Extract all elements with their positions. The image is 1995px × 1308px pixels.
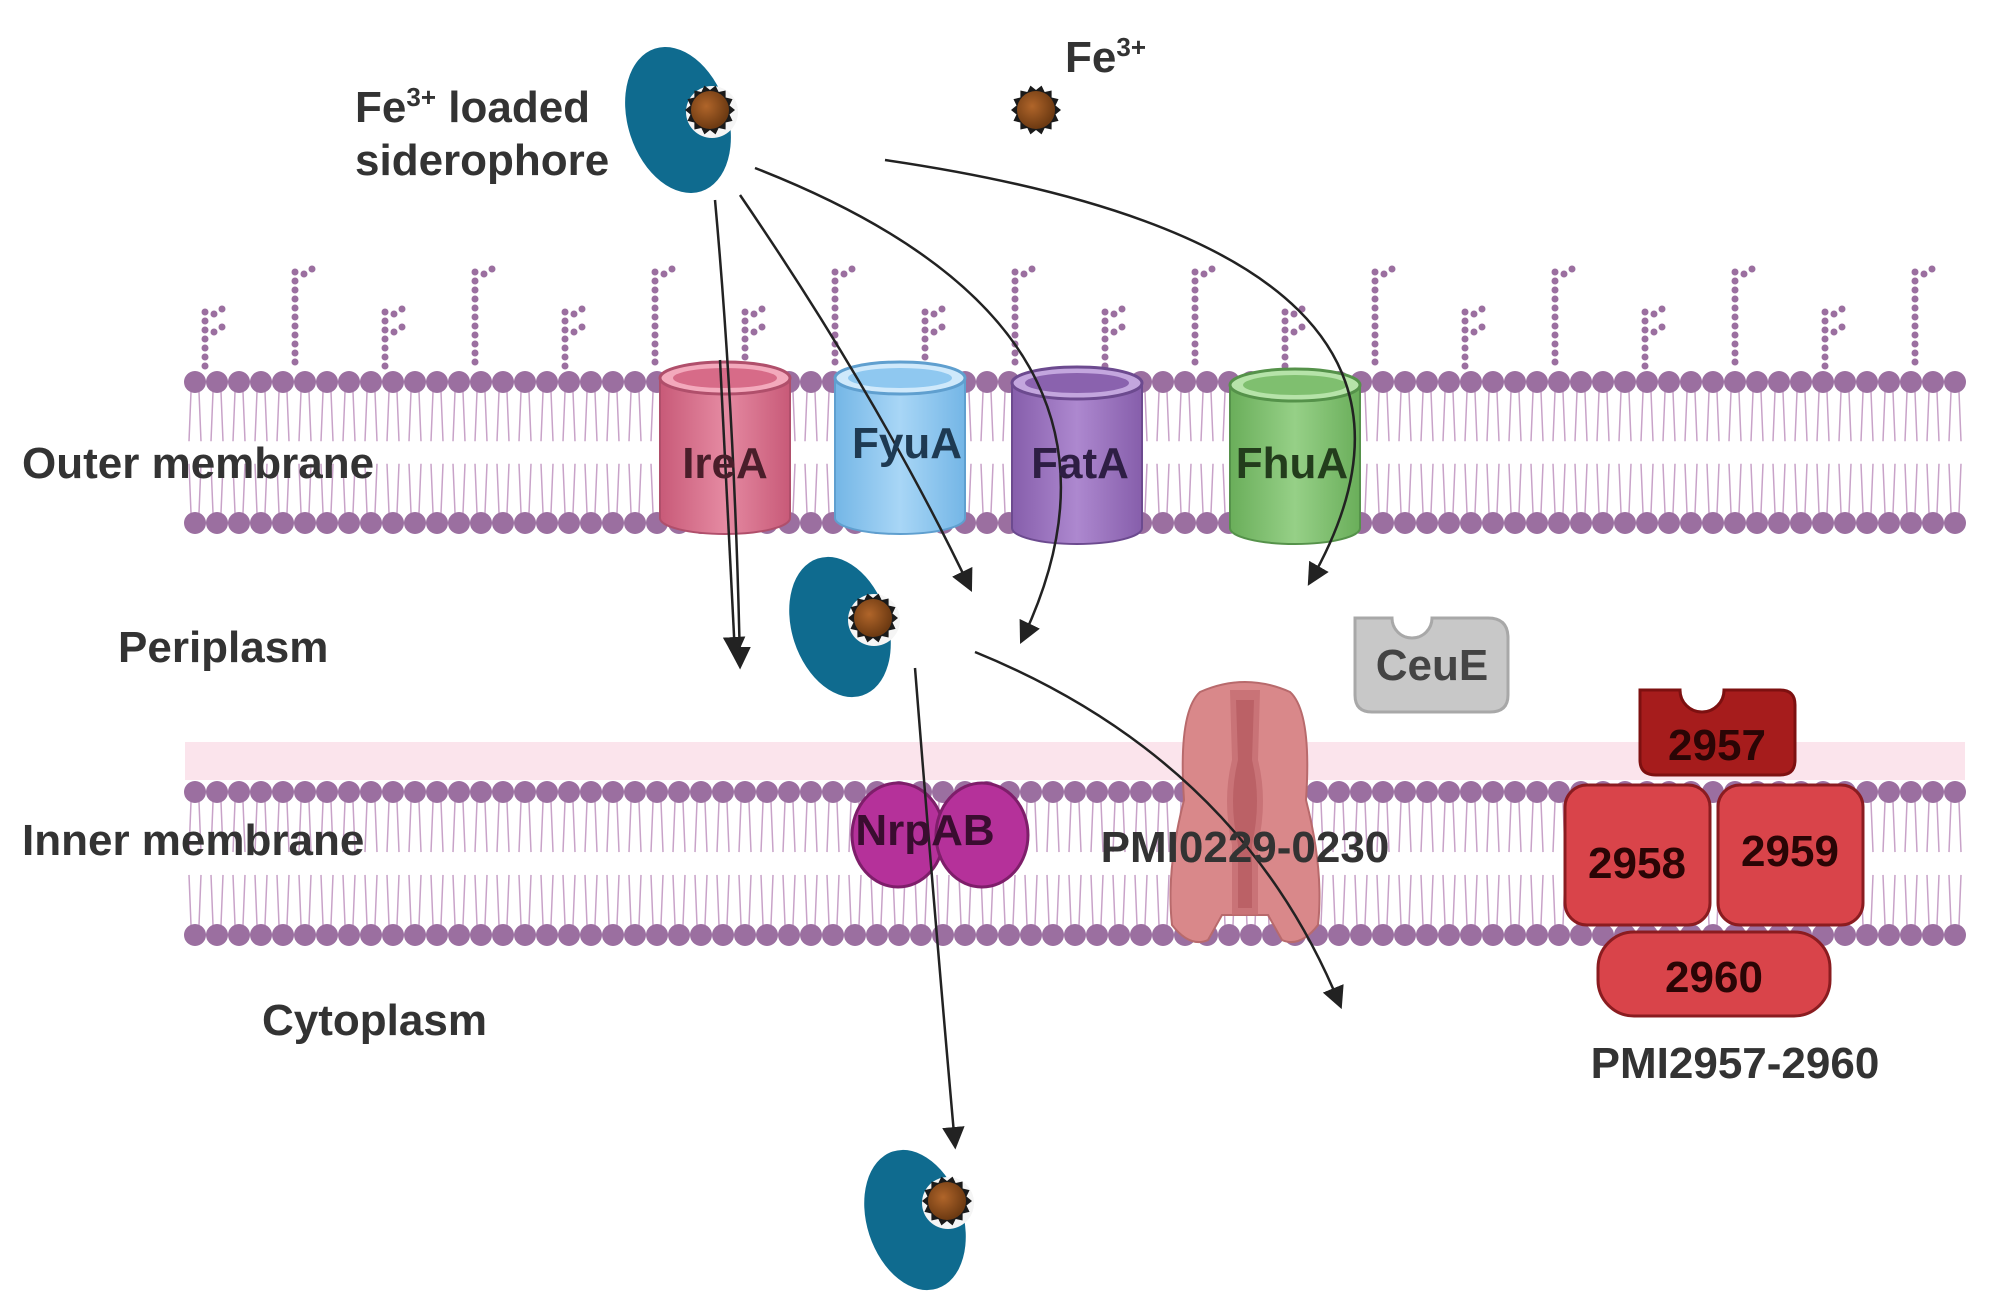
- fe-loaded-siderophore-label-line2: siderophore: [355, 136, 609, 185]
- subunit-2960-label: 2960: [1665, 953, 1763, 1002]
- arrow-through-irea: [718, 359, 746, 660]
- free-fe3-ion: [1011, 85, 1061, 135]
- cytoplasm-label: Cytoplasm: [262, 996, 487, 1045]
- fyua-label: FyuA: [852, 419, 962, 468]
- pmi0229-0230-label: PMI0229-0230: [1101, 823, 1390, 872]
- arrow-to-irea: [713, 199, 751, 670]
- fe-loaded-siderophore-top: [625, 47, 738, 193]
- siderophore-cytoplasm: [864, 1149, 974, 1291]
- transport-arrows: [713, 158, 1357, 1150]
- subunit-2958: [1563, 783, 1712, 927]
- nrpab-label: NrpAB: [855, 806, 994, 855]
- arrow-to-pmi0229: [974, 650, 1344, 1010]
- subunit-2959: [1716, 783, 1865, 927]
- subunit-2960: [1596, 930, 1832, 1018]
- outer-membrane-label: Outer membrane: [22, 439, 374, 488]
- arrow-to-fhua: [884, 158, 1357, 586]
- nrpab-transporter: [850, 781, 1030, 889]
- irea-label: IreA: [682, 439, 768, 488]
- pmi2957-2960-label: PMI2957-2960: [1591, 1039, 1880, 1088]
- ceue-binding-protein: [1353, 616, 1510, 714]
- arrow-to-fata: [754, 166, 1063, 645]
- free-fe-label: Fe3+: [1065, 32, 1146, 82]
- fata-transporter: [1010, 365, 1144, 545]
- arrow-to-fyua: [738, 194, 973, 593]
- subunit-2957-label: 2957: [1668, 721, 1766, 770]
- pmi0229-0230-transporter: [1169, 681, 1321, 944]
- inner-membrane-label: Inner membrane: [22, 816, 364, 865]
- ceue-label: CeuE: [1376, 641, 1488, 690]
- fhua-label: FhuA: [1236, 439, 1348, 488]
- fata-label: FatA: [1031, 439, 1129, 488]
- arrow-to-cytoplasm: [913, 667, 965, 1150]
- fhua-transporter: [1228, 367, 1362, 545]
- subunit-2959-label: 2959: [1741, 827, 1839, 876]
- fyua-transporter: [833, 360, 967, 535]
- subunit-2958-label: 2958: [1588, 839, 1686, 888]
- fe-loaded-siderophore-label: Fe3+ loaded: [355, 82, 590, 132]
- pmi2957-2960-complex: [1563, 688, 1865, 1018]
- siderophore-periplasm: [789, 556, 900, 698]
- lipopolysaccharide-chains: [201, 265, 1936, 370]
- periplasm-label: Periplasm: [118, 623, 328, 672]
- subunit-2957: [1638, 688, 1797, 777]
